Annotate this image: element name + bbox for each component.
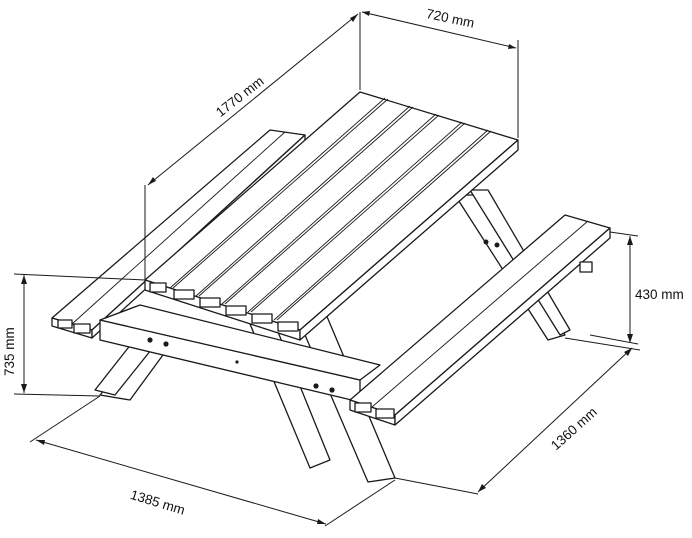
label-430: 430 mm bbox=[635, 287, 684, 302]
table-top bbox=[144, 91, 519, 341]
dimension-1385 bbox=[29, 395, 396, 527]
label-735: 735 mm bbox=[2, 327, 17, 376]
dimension-735 bbox=[13, 273, 146, 397]
dimension-720 bbox=[359, 11, 519, 138]
dimension-430 bbox=[589, 231, 639, 345]
dimension-1360 bbox=[394, 337, 641, 495]
side-beam bbox=[99, 304, 381, 403]
right-bench bbox=[349, 214, 611, 426]
dimension-1770 bbox=[144, 13, 359, 280]
